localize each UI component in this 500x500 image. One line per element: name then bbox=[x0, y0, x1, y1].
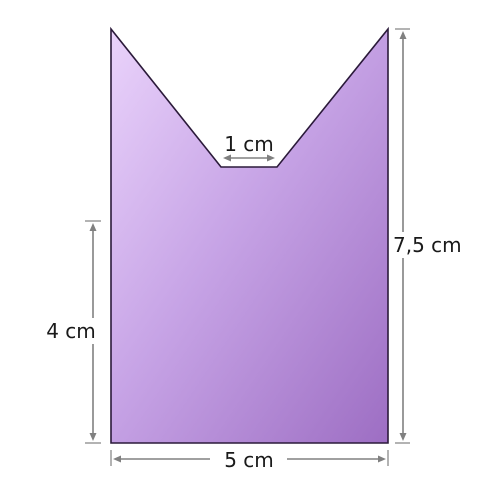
bottom-width-label: 5 cm bbox=[224, 448, 274, 472]
bottom-width-dimension: 5 cm bbox=[110, 448, 389, 472]
right-height-dimension: 7,5 cm bbox=[392, 28, 478, 444]
notch-width-dimension: 1 cm bbox=[223, 132, 275, 162]
left-height-dimension: 4 cm bbox=[38, 220, 104, 444]
notched-pentagon-shape bbox=[110, 26, 389, 444]
notch-width-label: 1 cm bbox=[224, 132, 274, 156]
left-height-label: 4 cm bbox=[46, 319, 96, 343]
right-height-label: 7,5 cm bbox=[393, 233, 462, 257]
